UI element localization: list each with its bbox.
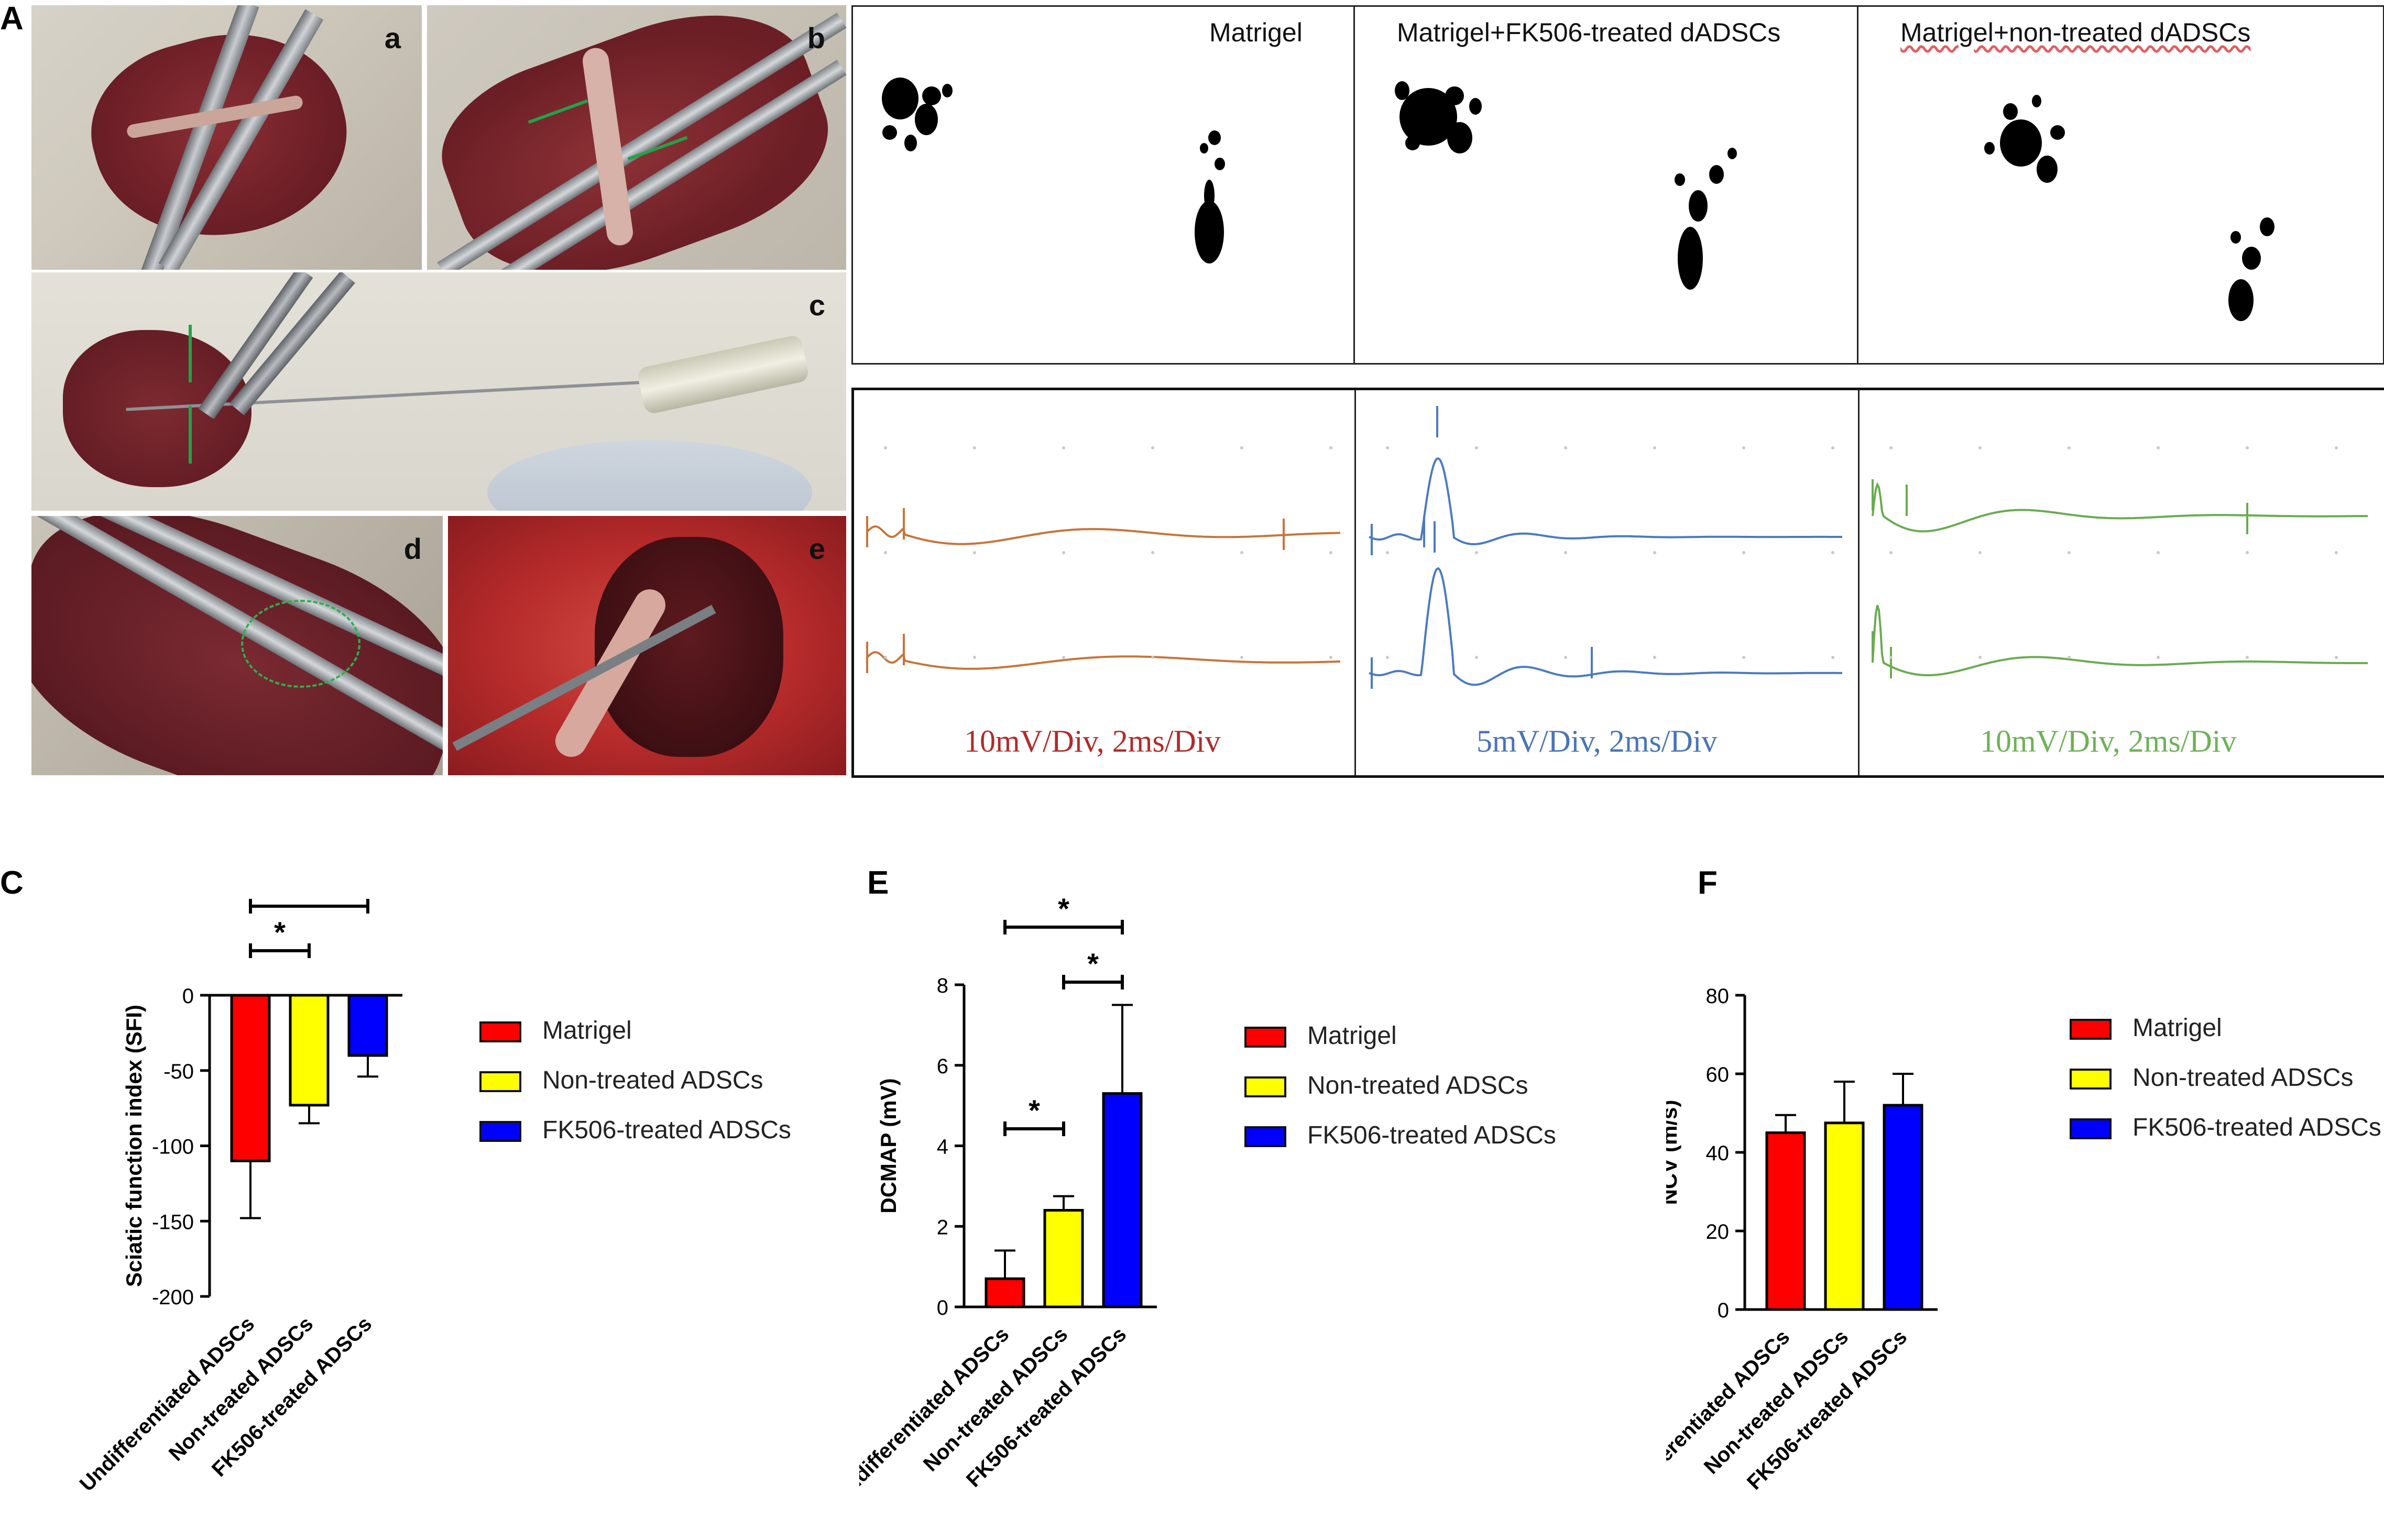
subpanel-label-d: d <box>403 532 422 565</box>
footprint-prints <box>1395 81 1737 290</box>
subpanel-label-a: a <box>384 21 401 54</box>
y-tick-label: 40 <box>1706 1142 1730 1165</box>
legend-swatch <box>2070 1019 2112 1040</box>
legend-label: Non-treated ADSCs <box>542 1066 763 1094</box>
bar <box>230 994 271 1162</box>
photo-c: c <box>31 272 846 511</box>
y-tick-label: 0 <box>937 1296 948 1319</box>
footprint-prints <box>882 78 1225 263</box>
subpanel-label-b: b <box>807 21 825 54</box>
legend-label: Matrigel <box>542 1017 632 1044</box>
legend-label: FK506-treated ADSCs <box>2133 1114 2381 1141</box>
footprint-cell-non-treated: Matrigel+non-treated dADSCs <box>1858 7 2383 363</box>
emg-trace-blue <box>1369 406 1842 689</box>
bar <box>985 1277 1025 1308</box>
y-tick-label: 6 <box>937 1055 948 1078</box>
legend-swatch <box>479 1021 521 1043</box>
significance-star: * <box>1058 892 1069 925</box>
y-tick-label: -200 <box>152 1286 194 1309</box>
y-axis-label: NCV (m/s) <box>1666 1100 1681 1205</box>
bar <box>347 994 388 1057</box>
significance-star: * <box>1029 1094 1040 1127</box>
legend-swatch <box>1244 1126 1286 1148</box>
subpanel-label-c: c <box>808 289 825 322</box>
emg-scale-label: 10mV/Div, 2ms/Div <box>1980 724 2237 758</box>
emg-trace-green <box>1872 446 2368 678</box>
legend-label: Non-treated ADSCs <box>1307 1072 1528 1099</box>
legend-swatch <box>479 1121 521 1142</box>
panel-letter-f: F <box>1698 865 1718 901</box>
photo-b: b <box>427 5 846 270</box>
significance-star: * <box>274 916 286 949</box>
legend-swatch <box>2070 1118 2112 1140</box>
footprint-panel: Matrigel Matrigel+FK506-treated dADSCs M… <box>851 5 2384 365</box>
legend-label: Matrigel <box>2133 1014 2222 1042</box>
y-tick-label: 80 <box>1706 985 1730 1008</box>
y-tick-label: 8 <box>937 974 948 997</box>
footprint-prints <box>1984 95 2274 321</box>
legend-swatch <box>1244 1027 1286 1048</box>
legend-item: Matrigel <box>2070 1014 2222 1042</box>
y-tick-label: 20 <box>1706 1220 1730 1244</box>
bar <box>1043 1209 1084 1308</box>
emg-cell-1: 10mV/Div, 2ms/Div <box>854 390 1356 775</box>
subpanel-label-e: e <box>808 532 825 565</box>
legend-item: FK506-treated ADSCs <box>2070 1113 2381 1142</box>
emg-cell-2: 5mV/Div, 2ms/Div <box>1356 390 1860 775</box>
legend-swatch <box>1244 1076 1286 1098</box>
bar <box>289 994 330 1107</box>
legend-item: Non-treated ADSCs <box>479 1066 763 1095</box>
footprint-label: Matrigel+FK506-treated dADSCs <box>1397 18 1781 47</box>
emg-trace-panel: 10mV/Div, 2ms/Div 5mV/Div, 2ms/Div 10mV/… <box>851 388 2384 778</box>
y-tick-label: 0 <box>182 985 194 1008</box>
emg-scale-label: 5mV/Div, 2ms/Div <box>1477 724 1718 758</box>
y-tick-label: 0 <box>1718 1299 1729 1322</box>
bar <box>1824 1121 1865 1311</box>
bar <box>1883 1104 1923 1311</box>
emg-cell-3: 10mV/Div, 2ms/Div <box>1860 390 2381 775</box>
legend-item: Non-treated ADSCs <box>1244 1071 1528 1100</box>
panel-letter-a: A <box>0 1 24 37</box>
legend-item: FK506-treated ADSCs <box>1244 1121 1556 1150</box>
footprint-label: Matrigel <box>1209 18 1303 47</box>
photo-e: e <box>448 516 846 775</box>
panel-letter-e: E <box>867 865 889 901</box>
legend-label: Non-treated ADSCs <box>2133 1064 2354 1092</box>
legend-swatch <box>2070 1069 2112 1090</box>
photo-a: a <box>31 5 422 270</box>
surgery-photo-collage: a b c d e <box>31 5 846 775</box>
y-tick-label: 2 <box>937 1216 948 1239</box>
legend-swatch <box>479 1071 521 1093</box>
legend-item: Non-treated ADSCs <box>2070 1063 2354 1092</box>
y-tick-label: 60 <box>1706 1063 1730 1086</box>
legend-label: FK506-treated ADSCs <box>1307 1121 1556 1149</box>
panel-letter-c: C <box>0 865 24 901</box>
significance-star: * <box>303 890 315 904</box>
y-axis-label: DCMAP (mV) <box>876 1078 901 1213</box>
emg-trace-orange <box>866 446 1341 673</box>
y-tick-label: -50 <box>163 1060 194 1083</box>
footprint-cell-fk506: Matrigel+FK506-treated dADSCs <box>1355 7 1858 363</box>
significance-star: * <box>1087 947 1099 980</box>
y-axis-label: Sciatic function index (SFI) <box>122 1005 146 1287</box>
y-tick-label: -150 <box>152 1211 194 1234</box>
legend-item: Matrigel <box>479 1016 632 1045</box>
bar <box>1765 1131 1806 1311</box>
legend-item: FK506-treated ADSCs <box>479 1116 791 1145</box>
y-tick-label: 4 <box>937 1136 948 1159</box>
legend-item: Matrigel <box>1244 1021 1397 1050</box>
photo-d: d <box>31 516 443 775</box>
emg-scale-label: 10mV/Div, 2ms/Div <box>964 724 1221 758</box>
y-tick-label: -100 <box>152 1136 194 1159</box>
bar <box>1102 1092 1143 1308</box>
legend-label: Matrigel <box>1307 1022 1397 1050</box>
chart-sfi: 0 -50 -100 -150 -200 Sciatic function index (… <box>75 890 402 1496</box>
footprint-cell-matrigel: Matrigel <box>853 7 1355 363</box>
footprint-label: Matrigel+non-treated dADSCs <box>1900 18 2251 47</box>
legend-label: FK506-treated ADSCs <box>542 1116 791 1144</box>
